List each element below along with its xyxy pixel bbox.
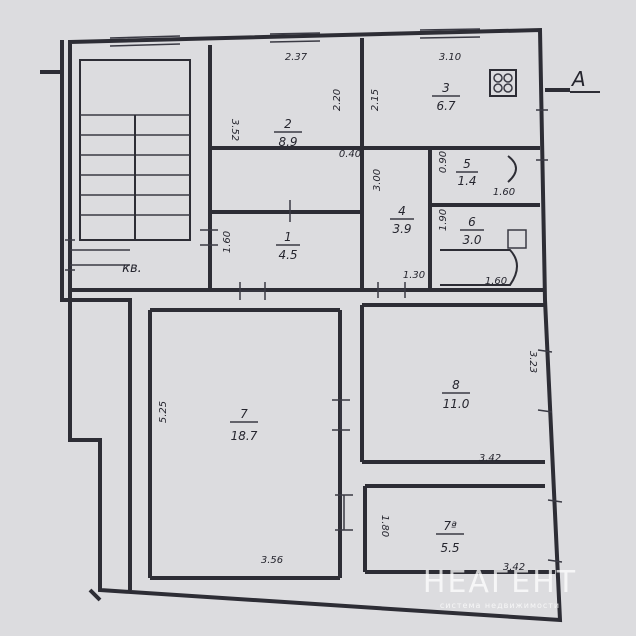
dimension-room4-bottom: 1.30: [403, 270, 425, 281]
dimension-room6-bottom: 1.60: [485, 276, 507, 287]
dimension-room7-left: 5.25: [158, 401, 169, 423]
bathtub-icon: [440, 249, 518, 286]
dimension-room2-top: 2.37: [285, 52, 308, 63]
sink-icon: [507, 229, 527, 249]
fixtures: [440, 69, 527, 286]
dimension-labels: 2.37 3.52 2.20 0.40 3.10 2.15 3.00 1.30 …: [158, 52, 538, 573]
room-area: 3.9: [392, 222, 411, 236]
room-5: 5 1.4: [456, 157, 478, 188]
stove-icon: [489, 69, 517, 97]
windows: [65, 28, 563, 563]
room-6: 6 3.0: [460, 215, 484, 247]
room-number: 8: [452, 378, 460, 392]
dimension-room7a-bottom: 3.42: [503, 562, 525, 573]
dimension-room4-left: 3.00: [372, 169, 383, 191]
staircase: [70, 59, 191, 266]
room-number: 1: [284, 230, 292, 244]
room-number: 4: [398, 204, 406, 218]
room-4: 4 3.9: [390, 204, 414, 236]
watermark-tagline: система недвижимости: [440, 601, 560, 610]
dimension-room5-side: 0.90: [438, 151, 449, 173]
room-number: 5: [463, 157, 471, 171]
room-area: 6.7: [436, 99, 455, 113]
room-area: 4.5: [278, 248, 297, 262]
room-7a: 7ª 5.5: [436, 519, 464, 555]
dimension-room3-left: 2.15: [370, 89, 381, 111]
doors: [200, 200, 406, 531]
dimension-room5-bottom: 1.60: [493, 187, 515, 198]
room-area: 3.0: [462, 233, 481, 247]
room-7: 7 18.7: [230, 407, 258, 443]
dimension-room7a-left: 1.80: [379, 515, 390, 537]
dimension-room3-top: 3.10: [439, 52, 461, 63]
room-2: 2 8.9: [274, 117, 302, 149]
dimension-room8-bottom: 3.42: [479, 453, 501, 464]
watermark-brand: НЕАГЕНТ: [423, 565, 577, 600]
room-3: 3 6.7: [432, 81, 460, 113]
room-number: 2: [284, 117, 292, 131]
room-number: 7ª: [443, 519, 457, 533]
dimension-room6-side: 1.90: [438, 209, 449, 231]
dimension-room7-bottom: 3.56: [261, 555, 283, 566]
dimension-room2-corner: 0.40: [339, 149, 361, 160]
interior-walls: [70, 38, 555, 580]
section-marker: A: [570, 67, 600, 93]
stair-label: кв.: [122, 261, 142, 276]
dimension-room2-left: 3.52: [229, 119, 240, 141]
room-area: 8.9: [278, 135, 297, 149]
room-1: 1 4.5: [276, 230, 300, 262]
section-marker-label: A: [570, 67, 586, 91]
room-area: 18.7: [231, 429, 258, 443]
outer-walls: [40, 27, 570, 623]
room-area: 1.4: [457, 174, 476, 188]
room-8: 8 11.0: [442, 378, 470, 411]
dimension-room2-right: 2.20: [332, 89, 343, 111]
room-area: 11.0: [443, 397, 470, 411]
dimension-room1-left: 1.60: [222, 231, 233, 253]
room-number: 6: [468, 215, 476, 229]
watermark: НЕАГЕНТ система недвижимости: [423, 565, 577, 610]
room-number: 3: [442, 81, 450, 95]
room-number: 7: [240, 407, 248, 421]
toilet-icon: [507, 155, 517, 183]
dimension-room8-right: 3.23: [527, 351, 538, 373]
room-area: 5.5: [440, 541, 459, 555]
